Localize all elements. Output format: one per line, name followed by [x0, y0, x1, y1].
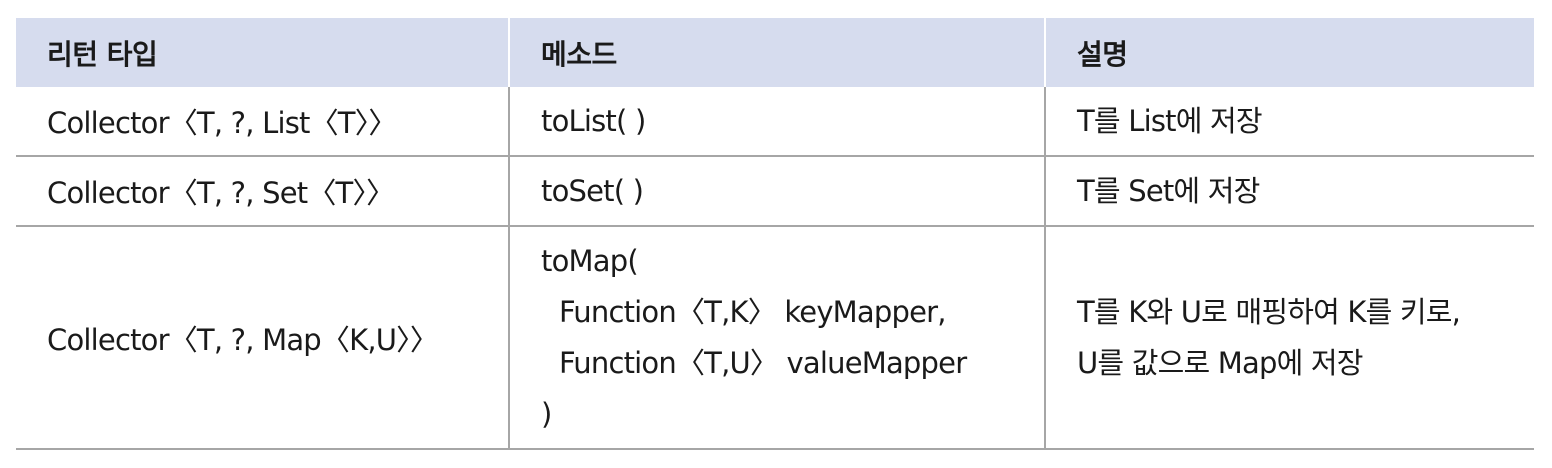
method-line: Function〈T,K〉 keyMapper, — [559, 294, 946, 329]
method-line: toSet( ) — [541, 173, 644, 208]
method-line: Function〈T,U〉 valueMapper — [559, 345, 967, 380]
table-row: Collector〈T, ?, List〈T〉〉 toList( ) T를 Li… — [16, 87, 1534, 157]
cell-method: toSet( ) — [508, 156, 1045, 227]
description-line: T를 K와 U로 매핑하여 K를 키로, — [1077, 294, 1461, 329]
cell-method: toList( ) — [508, 87, 1045, 157]
description-line: T를 Set에 저장 — [1077, 173, 1260, 208]
method-line: toMap( — [541, 243, 639, 278]
cell-return-type: Collector〈T, ?, Map〈K,U〉〉 — [16, 226, 509, 450]
header-return-type: 리턴 타입 — [16, 18, 509, 87]
cell-description: T를 K와 U로 매핑하여 K를 키로, U를 값으로 Map에 저장 — [1044, 226, 1534, 450]
cell-return-type: Collector〈T, ?, List〈T〉〉 — [16, 87, 509, 157]
table-row: Collector〈T, ?, Set〈T〉〉 toSet( ) T를 Set에… — [16, 156, 1534, 227]
collectors-table-grid: 리턴 타입 메소드 설명 Collector〈T, ?, List〈T〉〉 to… — [16, 18, 1534, 450]
table-header-row: 리턴 타입 메소드 설명 — [16, 18, 1534, 87]
description-line: U를 값으로 Map에 저장 — [1077, 345, 1363, 380]
collectors-table: 리턴 타입 메소드 설명 Collector〈T, ?, List〈T〉〉 to… — [16, 18, 1534, 450]
cell-description: T를 List에 저장 — [1044, 87, 1534, 157]
cell-return-type: Collector〈T, ?, Set〈T〉〉 — [16, 156, 509, 227]
method-line: toList( ) — [541, 103, 646, 138]
cell-method: toMap( Function〈T,K〉 keyMapper, Function… — [508, 226, 1045, 450]
header-description: 설명 — [1044, 18, 1534, 87]
description-line: T를 List에 저장 — [1077, 103, 1263, 138]
cell-description: T를 Set에 저장 — [1044, 156, 1534, 227]
table-row: Collector〈T, ?, Map〈K,U〉〉 toMap( Functio… — [16, 226, 1534, 450]
method-line: ) — [541, 396, 552, 431]
header-method: 메소드 — [508, 18, 1045, 87]
